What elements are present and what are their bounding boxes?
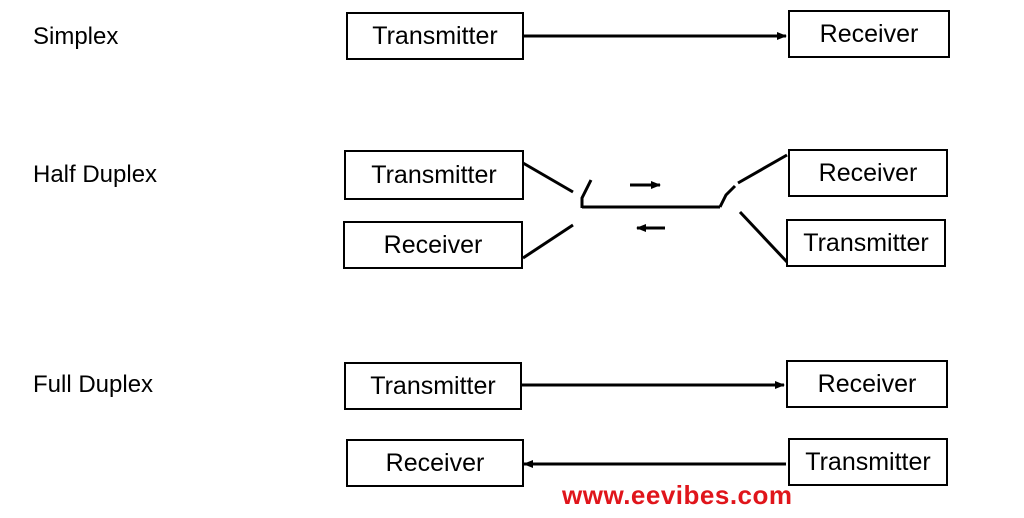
half-duplex-right-switch-contact [718, 184, 737, 208]
full-duplex-label: Full Duplex [33, 371, 154, 398]
simplex-transmitter-box: Transmitter [346, 12, 524, 60]
full-duplex-bottom-receiver-box: Receiver [346, 439, 524, 487]
half-duplex-right-bottom-line [738, 210, 789, 264]
full-duplex-top-receiver-box: Receiver [786, 360, 948, 408]
full-duplex-bottom-transmitter-box: Transmitter [788, 438, 948, 486]
simplex-label: Simplex [33, 23, 119, 50]
half-duplex-right-receiver-box: Receiver [788, 149, 948, 197]
half-duplex-right-top-line [737, 153, 788, 185]
simplex-receiver-box: Receiver [788, 10, 950, 58]
half-duplex-left-receiver-box: Receiver [343, 221, 523, 269]
watermark: www.eevibes.com [562, 480, 793, 510]
half-duplex-left-transmitter-box: Transmitter [344, 150, 524, 200]
half-duplex-left-top-line [522, 161, 574, 194]
half-duplex-label: Half Duplex [33, 161, 158, 188]
full-duplex-top-transmitter-box: Transmitter [344, 362, 522, 410]
half-duplex-left-switch-contact [580, 179, 593, 208]
half-duplex-right-transmitter-box: Transmitter [786, 219, 946, 267]
half-duplex-left-bottom-line [522, 223, 574, 260]
